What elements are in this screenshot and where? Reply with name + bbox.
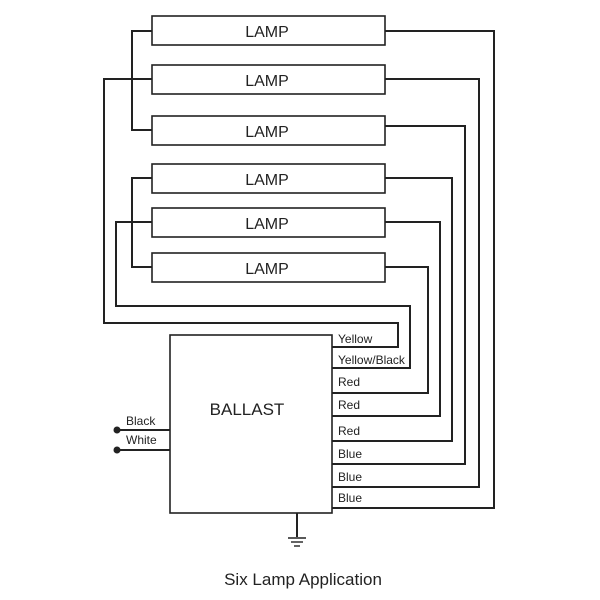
- wiring: [103, 30, 495, 537]
- lead-label-black: Black: [126, 414, 156, 428]
- wire-blue-1: [332, 125, 466, 465]
- lead-label-blue: Blue: [338, 491, 362, 505]
- lamp-4: LAMP: [151, 163, 386, 194]
- lamp-label: LAMP: [245, 73, 289, 90]
- wire-yellow-black: [115, 177, 411, 369]
- lead-label-yellow: Yellow: [338, 332, 373, 346]
- lamp-label: LAMP: [245, 172, 289, 189]
- lead-label-red: Red: [338, 424, 360, 438]
- wire-red-2: [332, 221, 441, 417]
- diagram-caption: Six Lamp Application: [224, 570, 382, 589]
- lamp-label: LAMP: [245, 124, 289, 141]
- input-leads: Black White: [113, 414, 157, 454]
- lead-label-blue: Blue: [338, 447, 362, 461]
- wire-red-3: [332, 177, 453, 442]
- wire-blue-2: [332, 78, 480, 488]
- lead-label-red: Red: [338, 375, 360, 389]
- ballast: BALLAST: [169, 334, 333, 514]
- output-lead-labels: Yellow Yellow/Black Red Red Red Blue Blu…: [338, 332, 406, 505]
- lamp-label: LAMP: [245, 24, 289, 41]
- ground-icon: [288, 537, 306, 547]
- terminal-white: [113, 446, 121, 454]
- wire-blue-3: [332, 30, 495, 509]
- wire-yellow: [103, 30, 399, 348]
- terminal-black: [113, 426, 121, 434]
- lamp-5: LAMP: [151, 207, 386, 238]
- lamp-3: LAMP: [151, 115, 386, 146]
- lamp-6: LAMP: [151, 252, 386, 283]
- lead-label-blue: Blue: [338, 470, 362, 484]
- ballast-label: BALLAST: [210, 400, 285, 419]
- lamp-label: LAMP: [245, 216, 289, 233]
- lead-label-yellow-black: Yellow/Black: [338, 353, 406, 367]
- lamp-label: LAMP: [245, 261, 289, 278]
- wire-red-1: [332, 266, 429, 394]
- lamp-1: LAMP: [151, 15, 386, 46]
- lamp-2: LAMP: [151, 64, 386, 95]
- lead-label-white: White: [126, 433, 157, 447]
- lead-label-red: Red: [338, 398, 360, 412]
